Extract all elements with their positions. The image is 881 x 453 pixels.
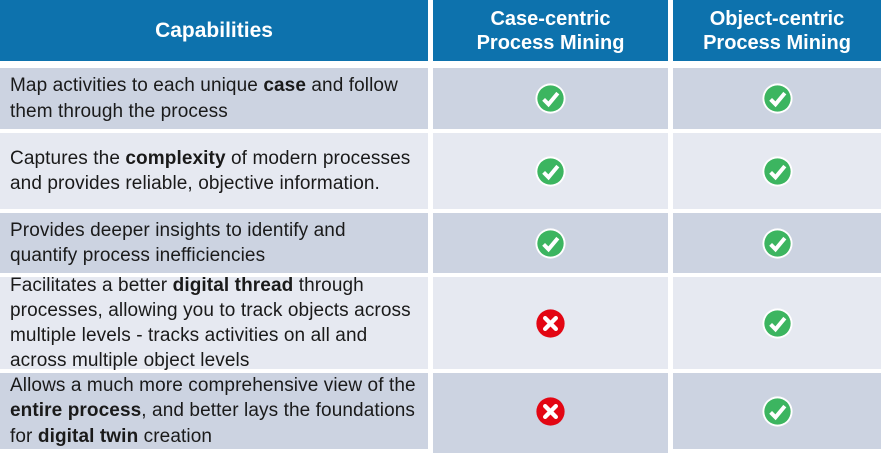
capability-cell: Provides deeper insights to identify and…	[0, 213, 428, 273]
check-icon	[761, 155, 793, 187]
status-cell	[433, 373, 668, 449]
check-icon	[761, 395, 793, 427]
check-icon	[535, 227, 566, 259]
check-icon	[761, 227, 793, 259]
status-cell	[433, 213, 668, 273]
status-cell	[673, 133, 881, 209]
header-capabilities-label: Capabilities	[155, 18, 273, 42]
capability-cell: Captures the complexity of modern proces…	[0, 133, 428, 209]
capability-cell: Allows a much more comprehensive view of…	[0, 373, 428, 449]
cross-icon	[536, 308, 565, 338]
status-cell	[433, 68, 668, 129]
capability-text: Map activities to each unique case and f…	[10, 75, 398, 122]
capability-text: Provides deeper insights to identify and…	[10, 219, 346, 266]
capability-cell: Map activities to each unique case and f…	[0, 68, 428, 129]
header-case-centric-label: Case-centric Process Mining	[476, 7, 625, 54]
check-icon	[535, 83, 566, 114]
header-capabilities: Capabilities	[0, 0, 428, 61]
capability-text: Captures the complexity of modern proces…	[10, 147, 411, 194]
status-cell	[673, 68, 881, 129]
status-cell	[433, 133, 668, 209]
header-object-centric-label: Object-centric Process Mining	[703, 7, 851, 54]
status-cell	[673, 373, 881, 449]
cross-icon	[536, 396, 565, 426]
capability-cell: Facilitates a better digital thread thro…	[0, 275, 428, 371]
check-icon	[761, 307, 793, 339]
status-cell	[673, 213, 881, 273]
check-icon	[761, 83, 793, 114]
header-object-centric: Object-centric Process Mining	[673, 0, 881, 61]
status-cell	[673, 277, 881, 369]
header-case-centric: Case-centric Process Mining	[433, 0, 668, 61]
capability-text: Allows a much more comprehensive view of…	[10, 375, 416, 447]
capability-text: Facilitates a better digital thread thro…	[10, 274, 411, 372]
status-cell	[433, 277, 668, 369]
check-icon	[535, 155, 566, 187]
table-header-row: Capabilities Case-centric Process Mining…	[0, 0, 881, 61]
table-body: Map activities to each unique case and f…	[0, 68, 881, 449]
